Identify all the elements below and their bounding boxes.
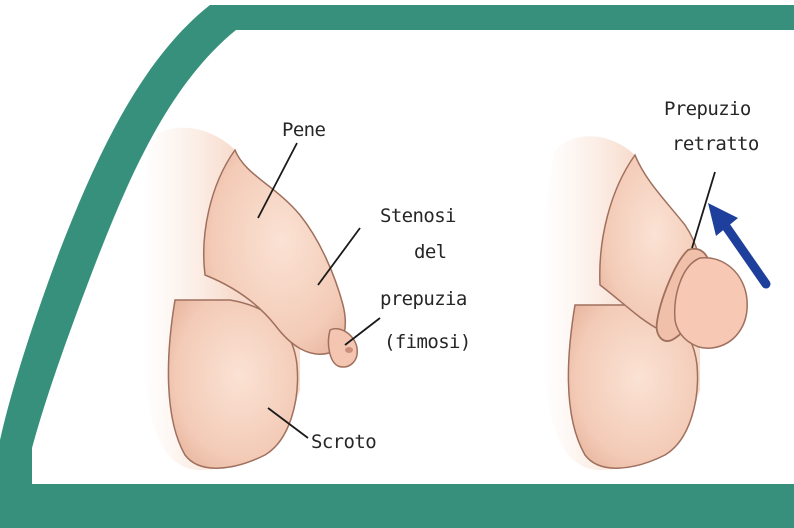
label-stenosi-line3: prepuzia (380, 288, 467, 310)
label-stenosi-line2: del (414, 241, 447, 263)
label-scroto: Scroto (311, 431, 376, 453)
label-prepuzio-line2: retratto (672, 133, 759, 155)
label-stenosi-line4: (fimosi) (384, 331, 471, 353)
label-prepuzio-line1: Prepuzio (664, 98, 751, 120)
label-stenosi-line1: Stenosi (380, 205, 456, 227)
label-pene: Pene (282, 119, 326, 141)
left-foreskin-opening (345, 347, 353, 353)
